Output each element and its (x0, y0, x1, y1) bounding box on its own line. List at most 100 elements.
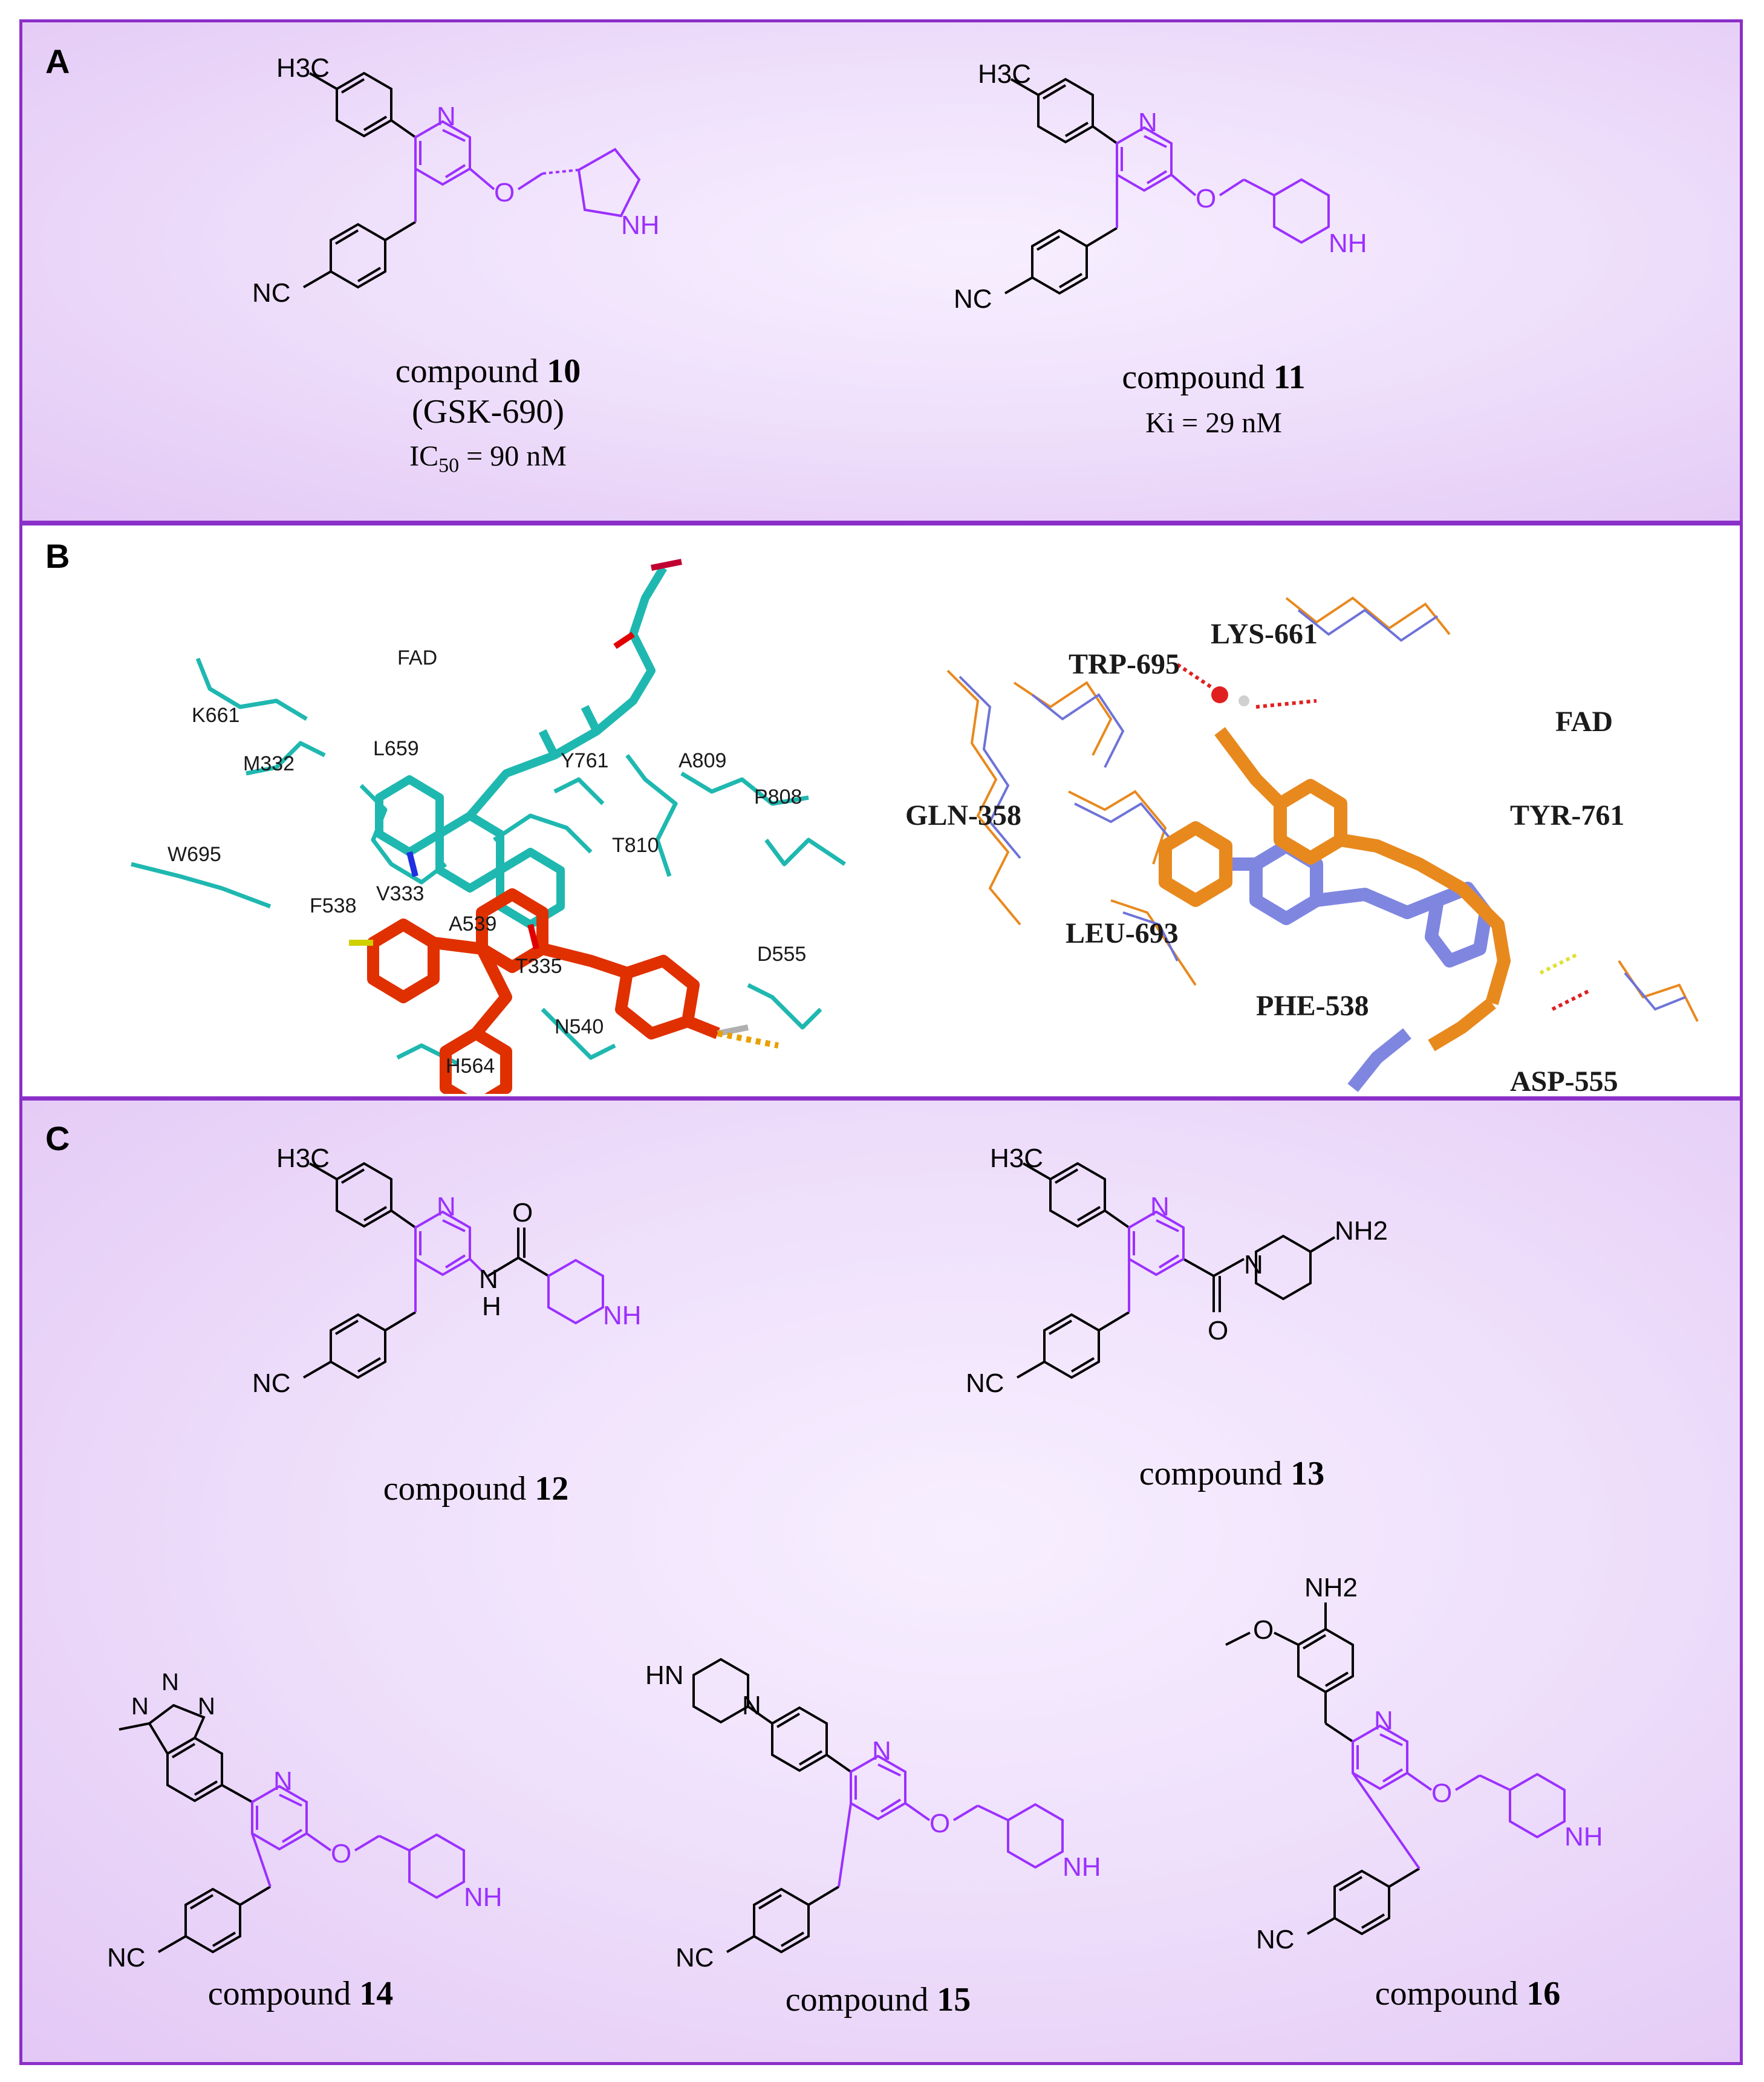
triazole-n2-label: N (161, 1669, 179, 1696)
label-trp-695: TRP-695 (1069, 648, 1180, 680)
pyridine-n-label: N (1138, 108, 1157, 137)
label-k661: K661 (192, 704, 239, 727)
ic-subscript: 50 (438, 454, 460, 477)
piperazine-n-label: N (742, 1691, 761, 1720)
label-l659: L659 (373, 737, 419, 760)
label-a539: A539 (449, 913, 496, 935)
compound-number: 11 (1273, 359, 1306, 396)
label-asp-555: ASP-555 (1510, 1065, 1618, 1094)
compound-prefix: compound (1375, 1975, 1518, 2012)
label-f538: F538 (310, 894, 357, 917)
pyridine-n-label: N (872, 1736, 891, 1766)
ether-o-label: O (1196, 184, 1216, 213)
label-fad: FAD (397, 646, 437, 669)
compound-12-structure: H3C N N H O NH NC (252, 1143, 642, 1398)
panel-b: B (19, 522, 1743, 1099)
compound-number: 15 (937, 1981, 971, 2019)
nitrile-label: NC (1256, 1925, 1295, 1954)
compound-11-activity: Ki = 29 nM (1145, 407, 1282, 439)
piperazine-hn-label: HN (645, 1661, 684, 1690)
ether-o-label: O (1431, 1778, 1452, 1808)
ether-o-label: O (331, 1839, 351, 1869)
compound-10-activity: IC50 = 90 nM (361, 440, 615, 478)
triazole-n3-label: N (198, 1693, 215, 1720)
panel-a: A H3C N (19, 19, 1743, 524)
nitrile-label: NC (675, 1943, 714, 1973)
docking-pose-left: FAD K661 M332 L659 Y761 A809 P808 T810 W… (131, 559, 846, 1094)
label-d555: D555 (757, 943, 806, 966)
docking-pose-right: LYS-661 TRP-695 FAD GLN-358 TYR-761 LEU-… (905, 596, 1699, 1094)
panel-b-label: B (45, 537, 70, 575)
ether-o-label: O (929, 1809, 950, 1838)
compound-14-caption: compound 14 (174, 1974, 428, 2013)
compound-14-structure: N N N N O NH NC (107, 1669, 503, 1973)
label-n540: N540 (555, 1015, 604, 1038)
label-lys-661: LYS-661 (1211, 618, 1318, 650)
triazole-n1-label: N (131, 1693, 149, 1720)
compound-prefix: compound (1139, 1455, 1283, 1492)
nitrile-label: NC (107, 1943, 146, 1973)
label-v333: V333 (376, 882, 424, 905)
label-h564: H564 (446, 1055, 495, 1078)
label-fad-right: FAD (1555, 706, 1613, 738)
label-phe-538: PHE-538 (1256, 990, 1369, 1022)
amine-nh2-label: NH2 (1335, 1216, 1388, 1246)
compound-11-structure: H3C N O NH NC (954, 59, 1367, 314)
compound-10-structure: H3C N O NH NC (252, 53, 660, 308)
carbonyl-o-label: O (1208, 1316, 1228, 1345)
compound-number: 14 (359, 1975, 394, 2012)
panel-a-label: A (45, 42, 70, 80)
label-p808: P808 (754, 786, 802, 808)
pyridine-n-label: N (273, 1766, 293, 1796)
compound-10-alias: (GSK-690) (412, 393, 564, 431)
compound-prefix: compound (395, 353, 539, 390)
nitrile-label: NC (966, 1368, 1004, 1398)
amine-nh-label: NH (603, 1301, 642, 1330)
compound-16-caption: compound 16 (1341, 1974, 1595, 2013)
pyridine-n-label: N (437, 102, 456, 131)
compound-prefix: compound (383, 1470, 527, 1508)
amide-n-label: N (479, 1264, 498, 1294)
nitrile-label: NC (252, 1368, 291, 1398)
panel-c-label: C (45, 1119, 70, 1157)
label-a809: A809 (679, 749, 726, 772)
label-t810: T810 (612, 834, 659, 857)
compound-10-caption: compound 10 (361, 352, 615, 391)
label-m332: M332 (243, 752, 295, 775)
amine-nh-label: NH (464, 1882, 503, 1912)
methyl-label: H3C (276, 53, 330, 83)
amine-nh-label: NH (1564, 1822, 1603, 1852)
panel-c: C H3C N N (19, 1098, 1743, 2065)
amide-h-label: H (482, 1292, 501, 1321)
label-tyr-761: TYR-761 (1510, 799, 1624, 831)
compound-prefix: compound (1122, 359, 1265, 396)
compound-15-caption: compound 15 (751, 1980, 1005, 2019)
compound-16-structure: NH2 O N O NH NC (1225, 1573, 1603, 1954)
compound-number: 10 (547, 353, 581, 390)
ic-value: = 90 nM (459, 440, 567, 472)
methyl-label: H3C (276, 1143, 330, 1173)
compound-prefix: compound (785, 1981, 929, 2019)
amine-nh-label: NH (1329, 229, 1367, 258)
ether-o-label: O (494, 178, 515, 207)
label-leu-693: LEU-693 (1066, 917, 1179, 949)
carbonyl-o-label: O (512, 1198, 533, 1228)
pyridine-n-label: N (437, 1192, 456, 1222)
piperidine-n-label: N (1244, 1250, 1263, 1280)
amine-nh-label: NH (621, 210, 660, 240)
compound-12-caption: compound 12 (349, 1469, 603, 1508)
aniline-nh2-label: NH2 (1304, 1573, 1358, 1602)
label-w695: W695 (168, 843, 221, 866)
compound-number: 13 (1290, 1455, 1325, 1492)
ic-label: IC (409, 440, 439, 472)
pyridine-n-label: N (1150, 1192, 1170, 1222)
methyl-label: H3C (978, 59, 1031, 89)
methoxy-o-label: O (1253, 1615, 1274, 1645)
amine-nh-label: NH (1063, 1852, 1101, 1882)
compound-prefix: compound (207, 1975, 351, 2012)
label-y761: Y761 (561, 749, 608, 772)
nitrile-label: NC (252, 278, 291, 308)
pyridine-n-label: N (1374, 1706, 1393, 1736)
nitrile-label: NC (954, 284, 992, 314)
compound-number: 12 (535, 1470, 569, 1508)
